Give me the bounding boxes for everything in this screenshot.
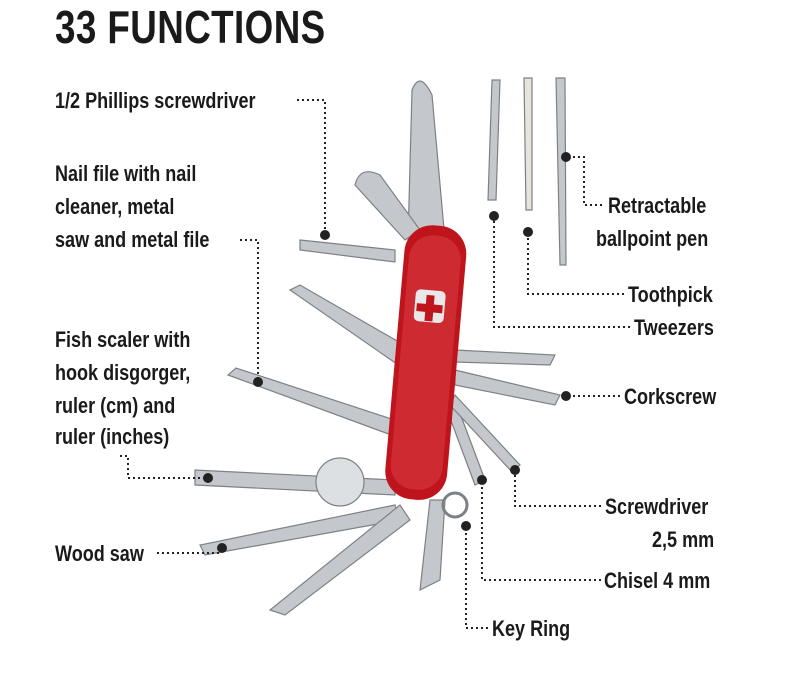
main-blade [407,80,446,241]
phillips-screwdriver [299,239,396,263]
label-phillips: 1/2 Phillips screwdriver [55,88,256,113]
bottle-opener [354,171,421,241]
label-screwdriver-1: Screwdriver [605,494,709,519]
page-title: 33 FUNCTIONS [55,1,326,53]
red-handle [385,225,467,500]
ballpoint-pen [555,77,567,266]
leader-dots [203,152,571,553]
toothpick [523,77,533,211]
label-fishscaler-4: ruler (inches) [55,424,170,449]
magnifier [315,457,365,507]
key-ring [441,491,469,519]
tweezers [487,79,501,201]
label-nailfile-3: saw and metal file [55,227,210,252]
can-opener [454,349,556,366]
label-tweezers: Tweezers [634,315,714,340]
label-toothpick: Toothpick [628,282,713,307]
large-blade-bottom [419,499,446,592]
label-keyring: Key Ring [492,616,571,641]
leader-lines [120,99,630,629]
label-fishscaler-1: Fish scaler with [55,327,191,352]
label-pen-2: ballpoint pen [596,226,709,251]
label-screwdriver-2: 2,5 mm [652,527,715,552]
label-woodsaw: Wood saw [55,541,144,566]
tools [194,77,567,616]
label-corkscrew: Corkscrew [624,384,717,409]
corkscrew [454,369,561,406]
label-chisel: Chisel 4 mm [604,568,711,593]
ruler [194,469,396,496]
label-fishscaler-3: ruler (cm) and [55,393,176,418]
label-pen-1: Retractable [608,193,707,218]
label-fishscaler-2: hook disgorger, [55,360,191,385]
label-nailfile-1: Nail file with nail [55,161,197,186]
label-nailfile-2: cleaner, metal [55,194,175,219]
scissors [268,504,411,616]
